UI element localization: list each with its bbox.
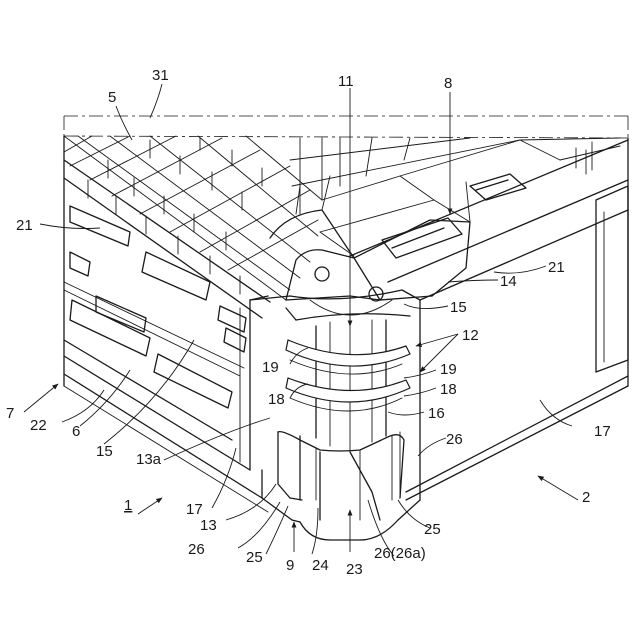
label-1: 1 (124, 497, 132, 514)
label-17-left: 17 (186, 501, 203, 518)
label-11: 11 (338, 73, 354, 90)
label-21-left: 21 (16, 217, 33, 234)
label-15-left: 15 (96, 443, 113, 460)
label-7: 7 (6, 405, 14, 422)
left-deck-grid (64, 136, 322, 300)
reference-numerals: 31 5 11 8 21 21 14 15 12 19 19 18 18 16 … (6, 67, 611, 578)
label-21-right: 21 (548, 259, 565, 276)
label-18-right: 18 (440, 381, 457, 398)
label-26-left: 26 (188, 541, 205, 558)
label-8: 8 (444, 75, 452, 92)
label-31: 31 (152, 67, 169, 84)
label-5: 5 (108, 89, 116, 106)
label-19-right: 19 (440, 361, 457, 378)
label-25-right: 25 (424, 521, 441, 538)
corner-pillar (286, 300, 410, 450)
label-2: 2 (582, 489, 590, 506)
label-18-left: 18 (268, 391, 285, 408)
label-13: 13 (200, 517, 217, 534)
deck-plate-outline (64, 116, 628, 138)
label-26-26a: 26(26a) (374, 545, 426, 562)
label-15-right: 15 (450, 299, 467, 316)
label-26-right: 26 (446, 431, 463, 448)
label-24: 24 (312, 557, 329, 574)
label-14: 14 (500, 273, 517, 290)
label-17-right: 17 (594, 423, 611, 440)
left-wall-openings (64, 206, 246, 408)
left-side-wall (64, 136, 270, 512)
label-12: 12 (462, 327, 479, 344)
label-6: 6 (72, 423, 80, 440)
leader-lines (24, 84, 578, 556)
label-25-left: 25 (246, 549, 263, 566)
right-deck-grid (290, 138, 620, 256)
label-13a: 13a (136, 451, 162, 468)
label-22: 22 (30, 417, 47, 434)
corner-block (250, 290, 420, 540)
label-16: 16 (428, 405, 445, 422)
label-9: 9 (286, 557, 294, 574)
label-19-left: 19 (262, 359, 279, 376)
label-23: 23 (346, 561, 363, 578)
